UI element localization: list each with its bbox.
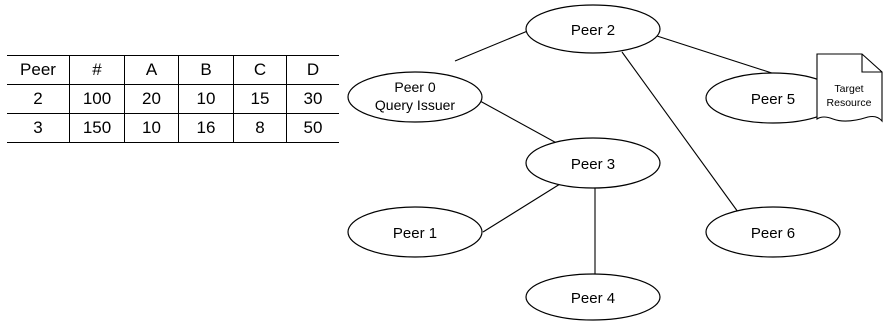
node-peer-1-ellipse [347, 206, 483, 258]
edge-peer2-peer0 [454, 29, 531, 62]
node-peer-3-label: Peer 3 [571, 156, 615, 173]
node-peer-4: Peer 4 [525, 273, 661, 321]
edge-peer2-peer6 [621, 51, 739, 213]
node-peer-5-label: Peer 5 [751, 91, 795, 108]
table-cell: 50 [286, 113, 339, 143]
node-peer-0-ellipse [347, 71, 483, 123]
table-cell: 2 [7, 84, 70, 114]
node-peer-0: Peer 0 Query Issuer [347, 71, 483, 123]
node-peer-6: Peer 6 [705, 206, 841, 258]
column-header-peer: Peer [7, 55, 70, 85]
table-cell: 3 [7, 113, 70, 143]
node-peer-4-ellipse [525, 273, 661, 321]
document-label-line1: Target [834, 83, 863, 95]
edge-peer0-peer3 [479, 100, 563, 147]
node-peer-2: Peer 2 [525, 4, 661, 54]
node-peer-1: Peer 1 [347, 206, 483, 258]
table-row: 2 100 20 10 15 30 [7, 84, 339, 114]
table-cell: 15 [233, 84, 287, 114]
column-header-b: B [178, 55, 234, 85]
node-peer-0-sublabel: Query Issuer [375, 97, 455, 113]
document-page-shape [816, 53, 883, 123]
table-row: 3 150 10 16 8 50 [7, 113, 339, 143]
node-peer-0-label: Peer 0 [394, 79, 435, 95]
node-peer-2-ellipse [525, 4, 661, 54]
table-cell: 100 [69, 84, 125, 114]
node-peer-1-label: Peer 1 [393, 225, 437, 242]
node-peer-6-label: Peer 6 [751, 225, 795, 242]
column-header-a: A [124, 55, 179, 85]
node-peer-3-ellipse [525, 137, 661, 189]
node-peer-2-label: Peer 2 [571, 22, 615, 39]
column-header-count: # [69, 55, 125, 85]
node-peer-6-ellipse [705, 206, 841, 258]
edge-peer2-peer5 [656, 35, 779, 76]
table-header-row: Peer # A B C D [7, 55, 339, 85]
table-cell: 30 [286, 84, 339, 114]
table-cell: 16 [178, 113, 234, 143]
target-resource-document-icon: Target Resource [816, 53, 883, 123]
document-folded-corner [861, 54, 882, 73]
table-cell: 150 [69, 113, 125, 143]
column-header-c: C [233, 55, 287, 85]
column-header-d: D [286, 55, 339, 85]
table-cell: 10 [124, 113, 179, 143]
node-peer-3: Peer 3 [525, 137, 661, 189]
edge-peer3-peer1 [482, 183, 561, 233]
node-peer-4-label: Peer 4 [571, 290, 615, 307]
document-label-line2: Resource [827, 97, 872, 109]
table-cell: 10 [178, 84, 234, 114]
peer-statistics-table: Peer # A B C D 2 100 20 10 15 30 3 150 1… [7, 55, 339, 143]
table-cell: 20 [124, 84, 179, 114]
table-cell: 8 [233, 113, 287, 143]
